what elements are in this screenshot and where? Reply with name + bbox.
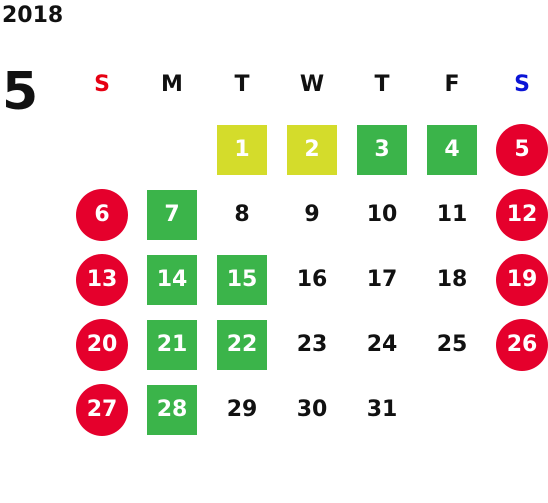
day-number: 12 bbox=[496, 188, 548, 241]
day-cell: 25 bbox=[417, 312, 487, 377]
weekday-header-wed: W bbox=[299, 72, 325, 97]
day-cell: 17 bbox=[347, 247, 417, 312]
day-number: 15 bbox=[217, 254, 267, 305]
day-cell: 9 bbox=[277, 182, 347, 247]
day-number: 25 bbox=[436, 332, 468, 357]
day-cell: 27 bbox=[67, 377, 137, 442]
day-number: 16 bbox=[296, 267, 328, 292]
day-cell: 2 bbox=[277, 117, 347, 182]
weekday-header-sat: S bbox=[514, 72, 530, 97]
year-label: 2018 bbox=[2, 3, 64, 28]
day-number: 10 bbox=[366, 202, 398, 227]
day-cell: 15 bbox=[207, 247, 277, 312]
day-cell: 23 bbox=[277, 312, 347, 377]
day-number: 21 bbox=[147, 319, 197, 370]
day-cell: 3 bbox=[347, 117, 417, 182]
day-number: 9 bbox=[304, 202, 320, 227]
day-cell: 12 bbox=[487, 182, 548, 247]
day-cell: 22 bbox=[207, 312, 277, 377]
day-cell: 18 bbox=[417, 247, 487, 312]
day-cell: 11 bbox=[417, 182, 487, 247]
day-number: 26 bbox=[496, 318, 548, 371]
day-number: 20 bbox=[76, 318, 128, 371]
day-cell: 14 bbox=[137, 247, 207, 312]
weekday-header-tue: T bbox=[234, 72, 250, 97]
day-number: 7 bbox=[147, 189, 197, 240]
day-number: 8 bbox=[234, 202, 250, 227]
day-number: 4 bbox=[427, 124, 477, 175]
day-number: 3 bbox=[357, 124, 407, 175]
day-number: 24 bbox=[366, 332, 398, 357]
day-number: 29 bbox=[226, 397, 258, 422]
day-number: 30 bbox=[296, 397, 328, 422]
day-cell: 6 bbox=[67, 182, 137, 247]
weekday-header-mon: M bbox=[161, 72, 183, 97]
day-cell: 19 bbox=[487, 247, 548, 312]
day-number: 17 bbox=[366, 267, 398, 292]
day-cell: 16 bbox=[277, 247, 347, 312]
day-number: 11 bbox=[436, 202, 468, 227]
day-cell: 13 bbox=[67, 247, 137, 312]
day-number: 28 bbox=[147, 384, 197, 435]
month-number: 5 bbox=[2, 62, 39, 122]
day-cell: 1 bbox=[207, 117, 277, 182]
day-number: 27 bbox=[76, 383, 128, 436]
day-number: 2 bbox=[287, 124, 337, 175]
day-cell: 8 bbox=[207, 182, 277, 247]
empty-day-cell bbox=[137, 117, 207, 182]
day-cell: 31 bbox=[347, 377, 417, 442]
day-cell: 20 bbox=[67, 312, 137, 377]
weekday-header-thu: T bbox=[374, 72, 390, 97]
day-number: 19 bbox=[496, 253, 548, 306]
day-cell: 24 bbox=[347, 312, 417, 377]
day-cell: 28 bbox=[137, 377, 207, 442]
day-cell: 21 bbox=[137, 312, 207, 377]
day-number: 6 bbox=[76, 188, 128, 241]
empty-day-cell bbox=[67, 117, 137, 182]
day-number: 23 bbox=[296, 332, 328, 357]
day-cell: 26 bbox=[487, 312, 548, 377]
day-number: 1 bbox=[217, 124, 267, 175]
day-cell: 7 bbox=[137, 182, 207, 247]
day-number: 18 bbox=[436, 267, 468, 292]
day-number: 22 bbox=[217, 319, 267, 370]
weekday-header-fri: F bbox=[444, 72, 460, 97]
day-cell: 10 bbox=[347, 182, 417, 247]
day-number: 31 bbox=[366, 397, 398, 422]
day-number: 5 bbox=[496, 123, 548, 176]
weekday-header-sun: S bbox=[94, 72, 110, 97]
day-cell: 30 bbox=[277, 377, 347, 442]
day-cell: 4 bbox=[417, 117, 487, 182]
day-cell: 5 bbox=[487, 117, 548, 182]
day-number: 13 bbox=[76, 253, 128, 306]
day-cell: 29 bbox=[207, 377, 277, 442]
day-number: 14 bbox=[147, 254, 197, 305]
